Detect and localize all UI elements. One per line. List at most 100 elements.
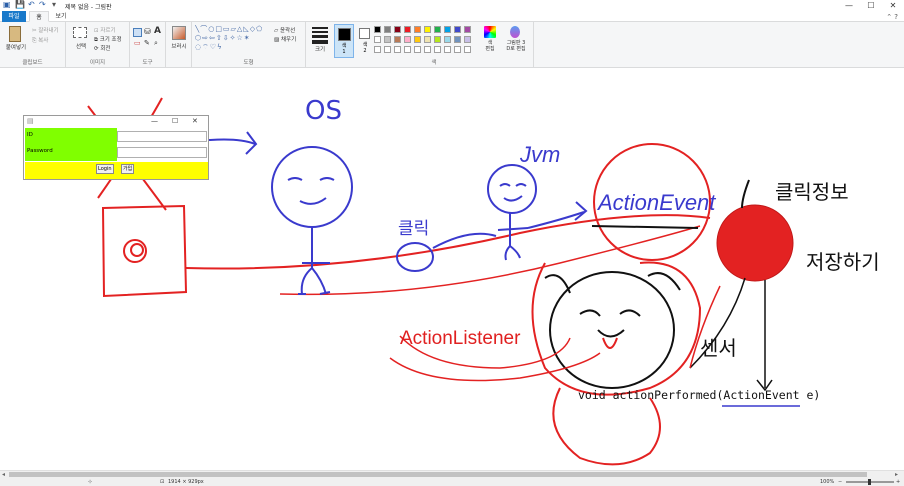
paste-button[interactable]: 붙여넣기 — [5, 45, 27, 51]
zoom-in-icon[interactable]: + — [896, 479, 901, 485]
palette-swatch[interactable] — [434, 26, 441, 33]
palette-swatch[interactable] — [374, 36, 381, 43]
outline-button[interactable]: ▱ 윤곽선 — [274, 28, 296, 34]
fill-icon[interactable]: ⛁ — [144, 27, 151, 36]
brush-icon[interactable] — [172, 26, 186, 40]
copy-button[interactable]: ⎘ 복사 — [32, 38, 49, 44]
text-icon[interactable]: A — [154, 26, 161, 36]
java-close-icon[interactable]: ✕ — [192, 117, 198, 125]
palette-swatch[interactable] — [464, 36, 471, 43]
fill-button[interactable]: ▨ 채우기 — [274, 37, 297, 43]
close-button[interactable]: ✕ — [889, 1, 897, 10]
color-picker-icon[interactable]: ✎ — [144, 39, 150, 47]
tab-file[interactable]: 파일 — [2, 11, 26, 22]
magnifier-icon[interactable]: ⌕ — [154, 39, 158, 47]
palette-swatch[interactable] — [394, 46, 401, 53]
drawing-canvas[interactable]: ▤ — ☐ ✕ ID Password Login 가입 OS Jvm 클릭 A… — [0, 68, 904, 470]
pencil-icon[interactable] — [133, 28, 142, 37]
palette-swatch[interactable] — [444, 36, 451, 43]
join-button[interactable]: 가입 — [121, 164, 135, 174]
palette-swatch[interactable] — [434, 46, 441, 53]
password-field[interactable] — [117, 147, 207, 158]
palette-swatch[interactable] — [454, 36, 461, 43]
color-palette[interactable] — [374, 26, 484, 58]
size-line-1[interactable] — [312, 27, 328, 29]
paste-icon[interactable] — [9, 26, 21, 42]
customize-quick-access-icon[interactable]: ▾ — [52, 0, 57, 9]
zoom-slider[interactable] — [846, 479, 894, 485]
palette-swatch[interactable] — [434, 36, 441, 43]
crop-button[interactable]: ⊡ 자르기 — [94, 28, 116, 34]
collapse-ribbon-icon[interactable]: ⌃ ? — [886, 13, 898, 21]
save-icon[interactable]: 💾 — [15, 0, 25, 9]
shapes-gallery[interactable]: ╲⌒○□▭▱△◺◇⬠⬡⇨⇦⇧⇩✧☆✶◌⌔♡ϟ — [195, 25, 264, 51]
redo-icon[interactable]: ↷ — [39, 0, 46, 9]
palette-swatch[interactable] — [394, 26, 401, 33]
brushes-button[interactable]: 브러시 — [171, 44, 187, 50]
palette-swatch[interactable] — [384, 46, 391, 53]
cut-button[interactable]: ✂ 잘라내기 — [32, 28, 59, 34]
undo-icon[interactable]: ↶ — [28, 0, 35, 9]
size-line-4[interactable] — [312, 40, 328, 44]
horizontal-scrollbar[interactable]: ◂ ▸ — [0, 470, 904, 478]
fill-label: 채우기 — [280, 37, 297, 43]
click-to-jvm-line — [432, 232, 497, 249]
login-button[interactable]: Login — [96, 164, 114, 174]
palette-swatch[interactable] — [464, 46, 471, 53]
maximize-button[interactable]: ☐ — [867, 1, 875, 10]
resize-button[interactable]: ⧉ 크기 조정 — [94, 37, 122, 43]
scroll-left-icon[interactable]: ◂ — [2, 471, 6, 478]
eraser-icon[interactable]: ▭ — [134, 39, 141, 47]
palette-swatch[interactable] — [464, 26, 471, 33]
palette-swatch[interactable] — [404, 46, 411, 53]
palette-swatch[interactable] — [424, 26, 431, 33]
java-login-window[interactable]: ▤ — ☐ ✕ ID Password Login 가입 — [23, 115, 209, 180]
status-bar: ⊹ ⊡ 1914 × 929px 100% − + — [0, 478, 904, 486]
rotate-button[interactable]: ⟳ 회전 — [94, 46, 111, 52]
palette-swatch[interactable] — [454, 26, 461, 33]
paint3d-icon[interactable] — [510, 26, 520, 38]
zoom-slider-knob[interactable] — [868, 479, 871, 485]
select-icon[interactable] — [73, 27, 87, 38]
jvm-to-event-arrowhead — [574, 201, 588, 221]
palette-swatch[interactable] — [444, 26, 451, 33]
palette-swatch[interactable] — [424, 36, 431, 43]
palette-swatch[interactable] — [404, 36, 411, 43]
palette-swatch[interactable] — [414, 26, 421, 33]
size-group: 크기 — [306, 22, 334, 68]
java-maximize-icon[interactable]: ☐ — [172, 117, 179, 125]
size-line-2[interactable] — [312, 31, 328, 33]
size-line-3[interactable] — [312, 35, 328, 38]
palette-swatch[interactable] — [384, 36, 391, 43]
palette-swatch[interactable] — [374, 26, 381, 33]
tab-view[interactable]: 보기 — [55, 13, 67, 20]
size-button[interactable]: 크기 — [314, 47, 326, 53]
palette-swatch[interactable] — [414, 46, 421, 53]
sensor-tongue — [602, 337, 618, 349]
click-bubble — [396, 242, 434, 272]
minimize-button[interactable]: — — [845, 1, 853, 10]
id-field[interactable] — [117, 131, 207, 142]
palette-swatch[interactable] — [384, 26, 391, 33]
scroll-right-icon[interactable]: ▸ — [895, 471, 899, 478]
select-button[interactable]: 선택 — [75, 44, 87, 50]
tab-home[interactable]: 홈 — [29, 11, 49, 22]
palette-swatch[interactable] — [444, 46, 451, 53]
palette-swatch[interactable] — [414, 36, 421, 43]
scrollbar-thumb[interactable] — [9, 472, 867, 477]
event-flow-line — [185, 214, 711, 270]
palette-swatch[interactable] — [374, 46, 381, 53]
palette-swatch[interactable] — [424, 46, 431, 53]
jvm-head — [487, 164, 537, 214]
palette-swatch[interactable] — [404, 26, 411, 33]
java-minimize-icon[interactable]: — — [151, 117, 158, 125]
zoom-out-icon[interactable]: − — [838, 479, 843, 485]
edit-colors-icon[interactable] — [484, 26, 496, 38]
palette-swatch[interactable] — [454, 46, 461, 53]
palette-swatch[interactable] — [394, 36, 401, 43]
